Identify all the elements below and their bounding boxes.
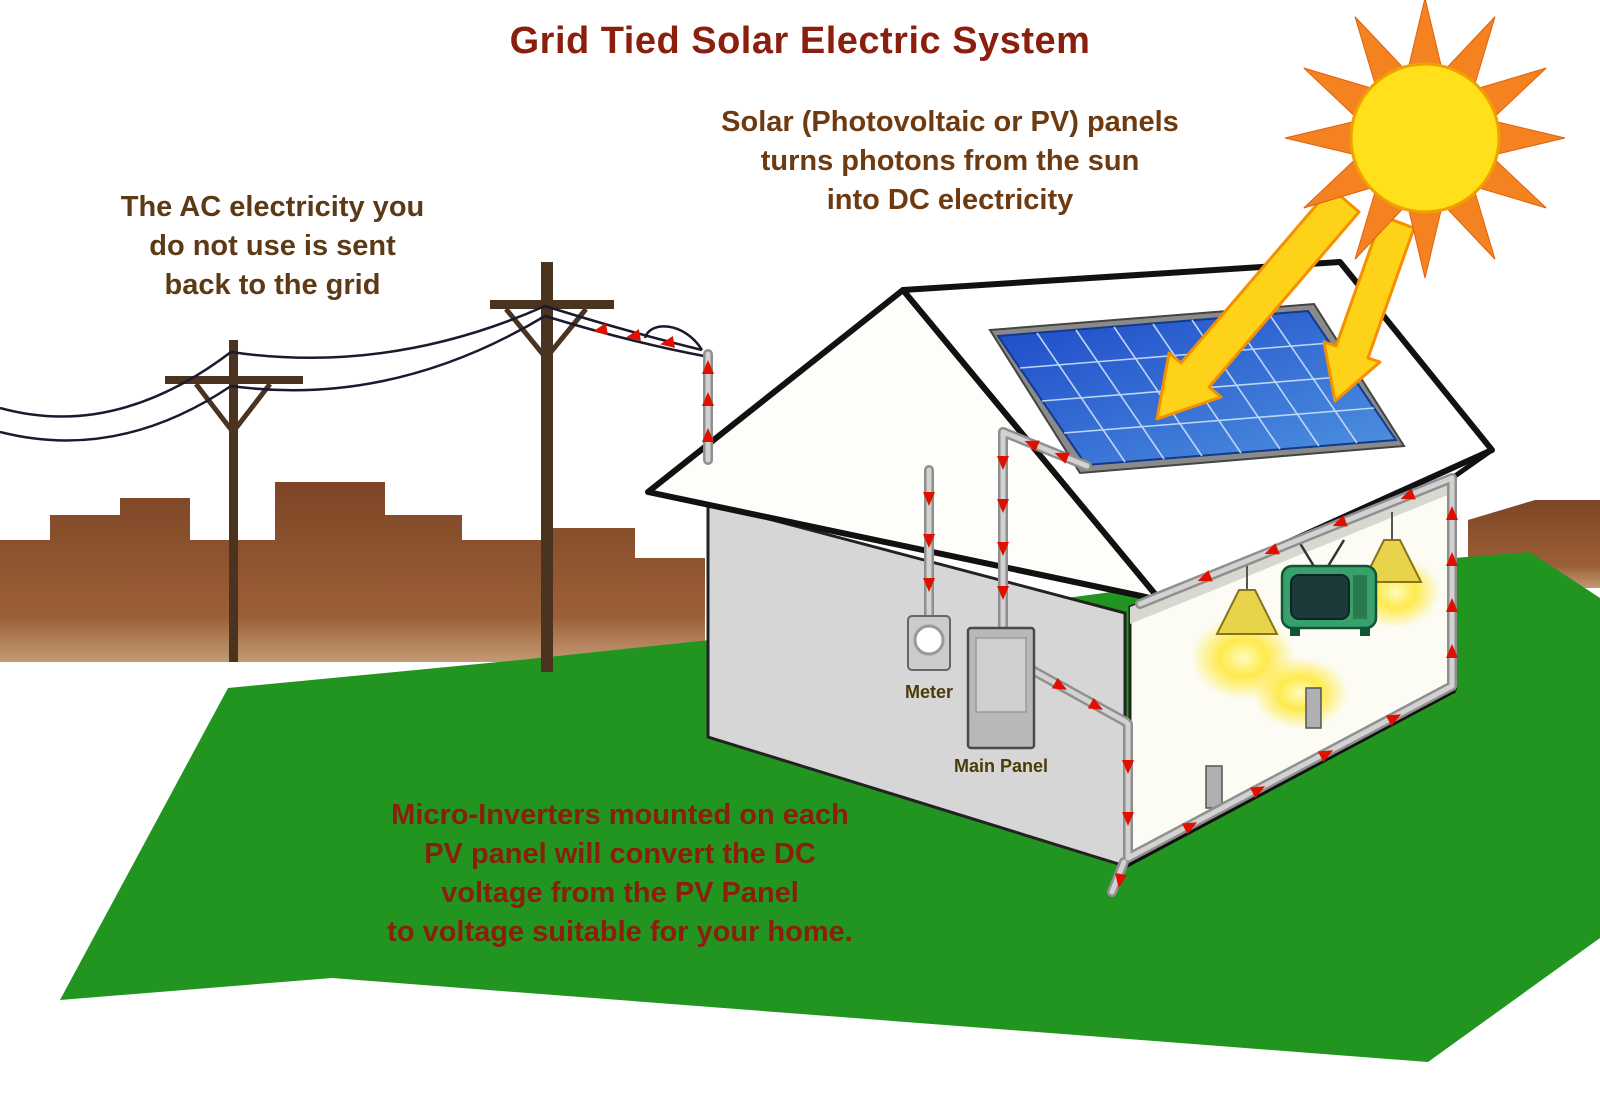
meter-box [907, 615, 951, 671]
pendant-lamp [1215, 589, 1279, 635]
main-panel-label: Main Panel [953, 756, 1049, 776]
power-line [544, 304, 703, 352]
tv-antenna [1296, 539, 1317, 569]
pole-brace [231, 382, 272, 434]
power-lines [0, 304, 705, 442]
tv-leg [1360, 628, 1370, 636]
service-drip-loop [643, 325, 704, 351]
meter-dial [913, 624, 945, 656]
tv-screen [1290, 574, 1350, 620]
pole-post [229, 340, 238, 662]
pole-brace [504, 307, 548, 360]
pole-crossarm [165, 376, 303, 384]
main-panel-door [975, 637, 1027, 713]
pole-crossarm [490, 300, 614, 309]
power-line [230, 314, 546, 392]
panel-grid-line [1063, 407, 1375, 434]
tv-speaker [1353, 575, 1367, 619]
sun-beam-arrow [1322, 214, 1416, 403]
micro-inverter-note: Micro-Inverters mounted on each PV panel… [387, 799, 853, 948]
house-bottom-edge [1123, 687, 1457, 869]
pole-post [541, 262, 553, 672]
diagram-title: Grid Tied Solar Electric System [509, 20, 1091, 62]
pv-panels-note: Solar (Photovoltaic or PV) panels turns … [721, 106, 1179, 216]
grid-return-note: The AC electricity you do not use is sen… [120, 191, 425, 301]
tv-antenna [1325, 539, 1346, 569]
power-line [544, 314, 705, 358]
skyline-left [0, 482, 705, 662]
sun [1284, 0, 1566, 279]
power-line [0, 351, 232, 418]
house-right-fascia [1453, 447, 1494, 479]
television [1280, 539, 1378, 636]
sun-beams [1155, 186, 1416, 421]
main-panel-box [966, 626, 1036, 750]
floor-conduit-post [1305, 687, 1322, 729]
roof-conduit [1000, 429, 1090, 469]
sun-core [1349, 62, 1501, 214]
power-line [0, 384, 232, 442]
lamp-glow [1252, 657, 1348, 729]
pole-brace [194, 382, 235, 434]
panel-to-interior-pipe [1029, 667, 1129, 725]
interior-scene [1191, 512, 1440, 809]
utility-pole-left [165, 340, 303, 662]
meter-label: Meter [904, 682, 954, 702]
power-line [230, 304, 546, 359]
tv-leg [1290, 628, 1300, 636]
sun-beam-arrow [1155, 186, 1361, 421]
panel-grid-line [1019, 342, 1331, 369]
floor-conduit-post [1205, 765, 1223, 809]
